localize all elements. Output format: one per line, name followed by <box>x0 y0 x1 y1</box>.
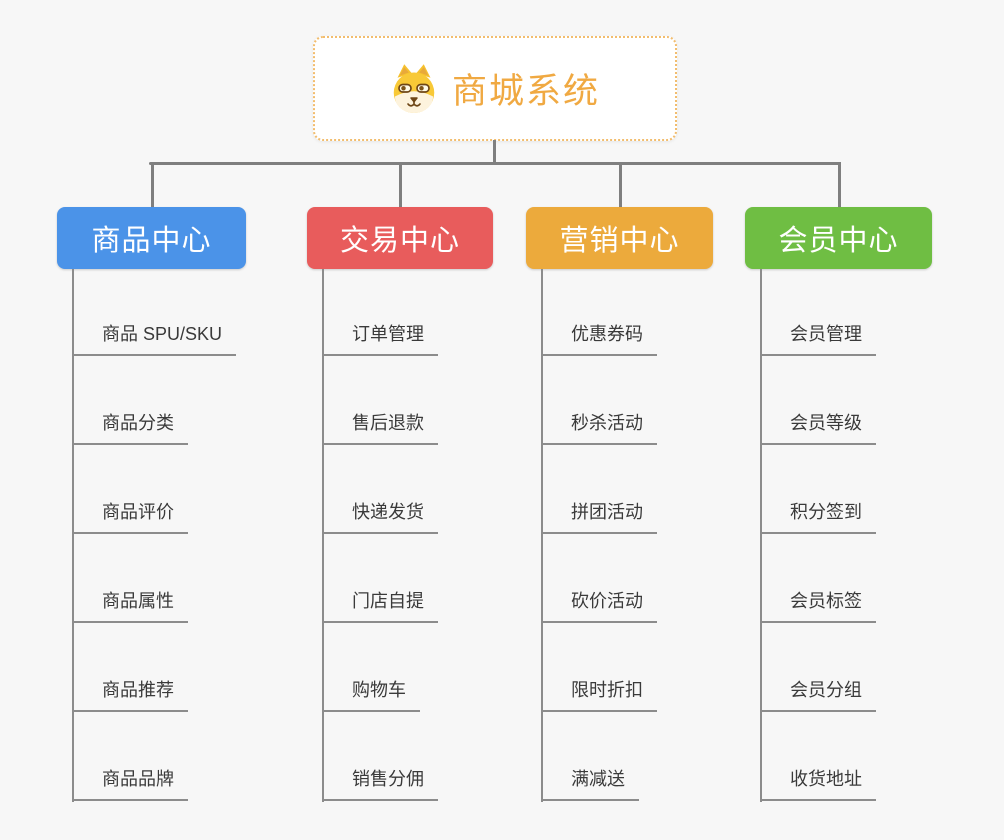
child-topic[interactable]: 商品品牌 <box>72 767 188 801</box>
connector-branch-drop <box>838 162 841 207</box>
child-topic[interactable]: 商品评价 <box>72 500 188 534</box>
connector-bus <box>149 162 841 165</box>
child-topic[interactable]: 限时折扣 <box>541 678 657 712</box>
child-topic[interactable]: 门店自提 <box>322 589 438 623</box>
branch-topic-node-2[interactable]: 交易中心 <box>307 207 493 269</box>
branch-topic-node-1[interactable]: 商品中心 <box>57 207 246 269</box>
branch-topic-label: 营销中心 <box>559 225 680 257</box>
branch-topic-node-4[interactable]: 会员中心 <box>745 207 932 269</box>
child-topic[interactable]: 商品分类 <box>72 411 188 445</box>
child-topic[interactable]: 会员标签 <box>760 589 876 623</box>
child-topic[interactable]: 商品 SPU/SKU <box>72 322 237 356</box>
child-topic[interactable]: 快递发货 <box>322 500 438 534</box>
connector-branch-drop <box>399 162 402 207</box>
child-topic[interactable]: 优惠券码 <box>541 322 657 356</box>
root-topic-node[interactable]: 商城系统 <box>313 36 677 141</box>
branch-children-column: 订单管理售后退款快递发货门店自提购物车销售分佣 <box>322 269 557 802</box>
child-topic[interactable]: 销售分佣 <box>322 767 438 801</box>
connector-root-stub <box>493 140 496 165</box>
child-topic[interactable]: 满减送 <box>541 767 639 801</box>
branch-topic-node-3[interactable]: 营销中心 <box>526 207 713 269</box>
branch-topic-label: 会员中心 <box>778 225 899 257</box>
connector-branch-drop <box>619 162 622 207</box>
child-topic[interactable]: 收货地址 <box>760 767 876 801</box>
child-topic[interactable]: 购物车 <box>322 678 420 712</box>
child-topic[interactable]: 商品推荐 <box>72 678 188 712</box>
branch-children-column: 商品 SPU/SKU 商品分类商品评价商品属性商品推荐商品品牌 <box>72 269 307 802</box>
branch-children-column: 会员管理会员等级积分签到会员标签会员分组收货地址 <box>760 269 995 802</box>
branch-children-column: 优惠券码秒杀活动拼团活动砍价活动限时折扣满减送 <box>541 269 776 802</box>
child-topic[interactable]: 秒杀活动 <box>541 411 657 445</box>
child-topic[interactable]: 会员管理 <box>760 322 876 356</box>
child-topic[interactable]: 商品属性 <box>72 589 188 623</box>
connector-branch-drop <box>151 162 154 207</box>
child-topic[interactable]: 订单管理 <box>322 322 438 356</box>
dog-face-icon <box>390 60 438 118</box>
child-topic[interactable]: 拼团活动 <box>541 500 657 534</box>
root-topic-title: 商城系统 <box>451 72 600 111</box>
child-topic[interactable]: 会员等级 <box>760 411 876 445</box>
child-topic[interactable]: 积分签到 <box>760 500 876 534</box>
branch-topic-label: 交易中心 <box>339 225 460 257</box>
branch-topic-label: 商品中心 <box>91 225 212 257</box>
child-topic[interactable]: 售后退款 <box>322 411 438 445</box>
child-topic[interactable]: 砍价活动 <box>541 589 657 623</box>
child-topic[interactable]: 会员分组 <box>760 678 876 712</box>
